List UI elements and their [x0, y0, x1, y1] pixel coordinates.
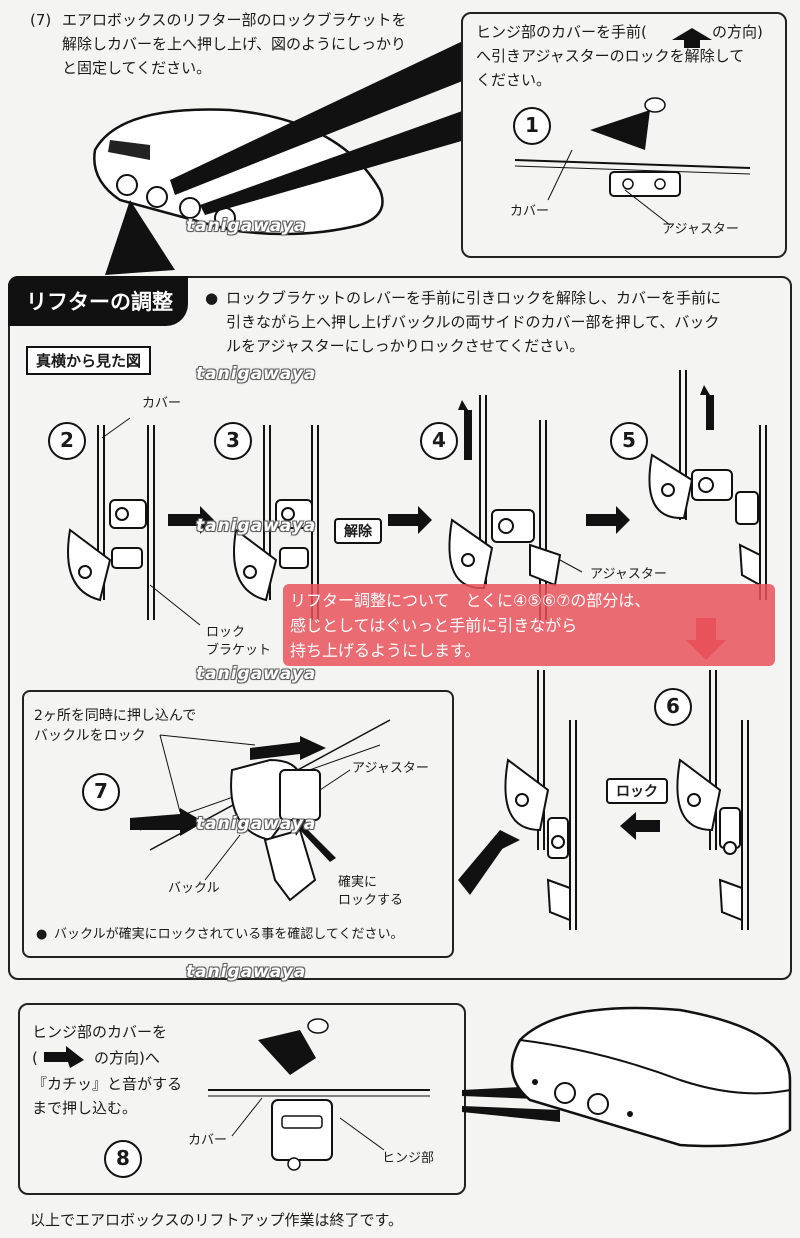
step8-cover-label: カバー [188, 1133, 228, 1148]
overlay-note-text: リフター調整について とくに④⑤⑥⑦の部分は、 感じとしてはぐいっと手前に引きな… [290, 591, 651, 660]
step8-text-3: 『カチッ』と音がする まで押し込む。 [32, 1075, 183, 1117]
step-1-number: 1 [513, 107, 551, 145]
step-4-number: 4 [420, 422, 458, 460]
step7-bullet: ● [36, 927, 48, 942]
step-6-number: 6 [654, 688, 692, 726]
watermark: tanigawaya [186, 216, 307, 236]
step-5-number: 5 [610, 422, 648, 460]
lock-tag: ロック [606, 778, 668, 804]
step7-panel [22, 690, 454, 958]
release-tag: 解除 [334, 518, 382, 544]
step8-panel [18, 1003, 466, 1195]
step7-confirm-text: バックルが確実にロックされている事を確認してください。 [54, 927, 404, 942]
watermark: tanigawaya [186, 962, 307, 982]
step8-text-1: ヒンジ部のカバーを [32, 1023, 168, 1041]
lifter-title: リフターの調整 [26, 290, 173, 314]
overlay-note-bg [283, 584, 775, 666]
watermark: tanigawaya [196, 364, 317, 384]
step-2-number: 2 [48, 422, 86, 460]
step7-adjuster-label: アジャスター [352, 761, 429, 776]
panel1-text-3: へ引きアジャスターのロックを解除して ください。 [476, 47, 745, 89]
step-8-number: 8 [104, 1140, 142, 1178]
panel1-text-2: の方向) [712, 23, 763, 41]
step8-hinge-label: ヒンジ部 [382, 1151, 435, 1166]
watermark: tanigawaya [196, 664, 317, 684]
footer-text: 以上でエアロボックスのリフトアップ作業は終了です。 [30, 1211, 404, 1229]
step7-buckle-label: バックル [168, 881, 220, 896]
step7-intro-text: エアロボックスのリフター部のロックブラケットを 解除しカバーを上へ押し上げ、図の… [62, 11, 407, 77]
panel1-cover-label: カバー [510, 204, 550, 219]
panel1-adjuster-label: アジャスター [662, 222, 739, 237]
step8-text-2a: ( [32, 1049, 38, 1067]
step-7-number: 7 [82, 773, 120, 811]
step8-text-2b: の方向)へ [94, 1049, 160, 1067]
step2-cover-label: カバー [142, 396, 182, 411]
lifter-title-bg [8, 276, 188, 326]
lock-bracket-label: ロック ブラケット [206, 625, 272, 658]
step7-text-top: 2ヶ所を同時に押し込んで バックルをロック [34, 708, 197, 744]
side-view-label: 真横から見た図 [26, 346, 152, 375]
step-3-number: 3 [214, 422, 252, 460]
step4-adjuster-label: アジャスター [590, 567, 667, 582]
watermark: tanigawaya [196, 516, 317, 536]
panel1-text-1: ヒンジ部のカバーを手前( [476, 23, 647, 41]
lifter-instruction: ロックブラケットのレバーを手前に引きロックを解除し、カバーを手前に 引きながら上… [226, 289, 722, 355]
step7-number: (7) [30, 11, 52, 29]
lifter-bullet: ● [205, 289, 219, 307]
step7-lock-firm-label: 確実に ロックする [338, 875, 404, 908]
watermark: tanigawaya [196, 814, 317, 834]
